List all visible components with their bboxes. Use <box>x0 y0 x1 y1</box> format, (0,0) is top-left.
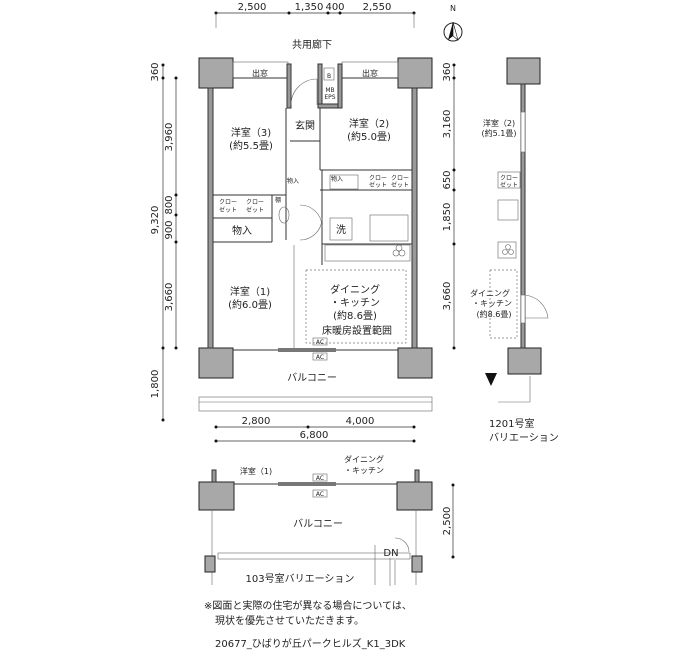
v1201-room2-size: (約5.1畳) <box>482 128 517 138</box>
room3-label: 洋室（3) <box>231 126 271 139</box>
footer-code: 20677_ひばりが丘パークヒルズ_K1_3DK <box>215 637 406 650</box>
room1-label: 洋室（1) <box>230 285 270 298</box>
b-label: B <box>327 73 331 80</box>
storage-small-label: 物入 <box>287 177 299 185</box>
eps-label: EPS <box>324 94 335 101</box>
closet3-label: クロー <box>369 175 387 182</box>
closet1-label-b: ゼット <box>219 206 237 214</box>
v1201-dk-size: (約8.6畳) <box>477 309 512 319</box>
north-compass-icon: N <box>443 4 463 42</box>
left-dimensions: 360 3,960 9,320 900 800 3,660 1,800 <box>150 62 178 422</box>
ac-indoor-label: AC <box>316 339 324 346</box>
dk-size: (約8.6畳) <box>333 309 377 322</box>
bottom-dimensions: 2,800 4,000 6,800 <box>214 416 416 443</box>
dk-label-1: ダイニング <box>330 283 380 296</box>
top-dimensions: 2,500 1,350 400 2,550 <box>214 2 416 28</box>
main-unit-walls <box>198 57 433 412</box>
v1201-caption-2: バリエーション <box>489 432 559 444</box>
dim-left-800: 800 <box>164 195 175 214</box>
dim-left-3960: 3,960 <box>164 123 175 152</box>
entrance-label: 玄関 <box>295 119 315 132</box>
note-line-2: 現状を優先させていただきます。 <box>215 614 364 627</box>
v103-dk-label-2: ・キッチン <box>344 466 384 475</box>
v1201-caption-1: 1201号室 <box>489 417 534 430</box>
closet2-label: クロー <box>246 199 264 206</box>
v1201-dk-label-2: ・キッチン <box>472 299 512 308</box>
dim-top-2: 1,350 <box>295 2 324 13</box>
dim-right-1850: 1,850 <box>442 203 453 232</box>
v103-dim-2500: 2,500 <box>442 507 453 536</box>
dim-top-4: 2,550 <box>363 2 392 13</box>
dim-bottom-4000: 4,000 <box>346 416 375 427</box>
v103-caption: 103号室バリエーション <box>246 572 355 585</box>
shelf-label: 棚 <box>275 196 281 204</box>
bay-window-right-label: 出窓 <box>362 68 378 78</box>
room3-size: (約5.5畳) <box>229 139 273 152</box>
bay-window-left-label: 出窓 <box>252 68 268 78</box>
mb-label: MB <box>325 87 334 94</box>
variation-103: 洋室（1) ダイニング ・キッチン AC AC バルコニー 2,500 DN 1… <box>198 454 455 586</box>
closet3-label-b: ゼット <box>369 181 387 189</box>
v103-dk-label-1: ダイニング <box>344 454 384 464</box>
dim-left-3660: 3,660 <box>164 283 175 312</box>
room2-size: (約5.0畳) <box>347 130 391 143</box>
dim-left-1800: 1,800 <box>150 370 161 399</box>
dim-left-360: 360 <box>150 62 161 81</box>
room1-size: (約6.0畳) <box>228 298 272 311</box>
balcony-label: バルコニー <box>287 372 337 384</box>
storage-hall-label: 物入 <box>331 175 343 183</box>
variation-1201: 洋室（2) (約5.1畳) クロー ゼット ダイニング ・キッチン (約8.6畳… <box>470 57 559 444</box>
storage1-label: 物入 <box>232 224 252 237</box>
v103-balcony-label: バルコニー <box>293 518 343 530</box>
laundry-label: 洗 <box>336 224 346 236</box>
corridor-label: 共用廊下 <box>292 38 332 51</box>
room-labels: 出窓 出窓 B MB EPS 玄関 洋室（3) (約5.5畳) 洋室（2) (約… <box>219 68 409 384</box>
dim-left-9320: 9,320 <box>150 206 161 235</box>
closet2-label-b: ゼット <box>246 206 264 214</box>
v103-ac-outdoor: AC <box>316 491 324 498</box>
dim-right-650: 650 <box>442 170 453 189</box>
closet4-label: クロー <box>391 175 409 182</box>
dim-bottom-2800: 2,800 <box>242 416 271 427</box>
v1201-closet-label-b: ゼット <box>500 181 518 189</box>
dim-top-3: 400 <box>325 2 344 13</box>
dk-label-2: ・キッチン <box>330 297 380 309</box>
direction-marker-icon <box>485 373 497 386</box>
dim-top-1: 2,500 <box>238 2 267 13</box>
note-line-1: ※図面と実際の住宅が異なる場合については、 <box>204 599 412 612</box>
ac-outdoor-label: AC <box>316 354 324 361</box>
floor-heating-label: 床暖房設置範囲 <box>322 324 392 337</box>
v1201-closet-label: クロー <box>500 175 518 182</box>
compass-label: N <box>450 4 456 13</box>
closet4-label-b: ゼット <box>391 181 409 189</box>
v103-room1-label: 洋室（1) <box>240 466 272 476</box>
dim-left-900: 900 <box>164 220 175 239</box>
dim-bottom-6800: 6,800 <box>300 430 329 441</box>
right-dimensions: 360 3,160 650 1,850 3,660 <box>442 62 456 350</box>
v103-dn-label: DN <box>383 548 398 559</box>
dim-right-3160: 3,160 <box>442 110 453 139</box>
dim-right-3660: 3,660 <box>442 282 453 311</box>
v103-ac-indoor: AC <box>316 475 324 482</box>
dim-right-360: 360 <box>442 62 453 81</box>
v1201-dk-label-1: ダイニング <box>470 288 510 298</box>
room2-label: 洋室（2) <box>349 117 389 130</box>
closet1-label: クロー <box>219 199 237 206</box>
v1201-room2-label: 洋室（2) <box>483 118 515 128</box>
